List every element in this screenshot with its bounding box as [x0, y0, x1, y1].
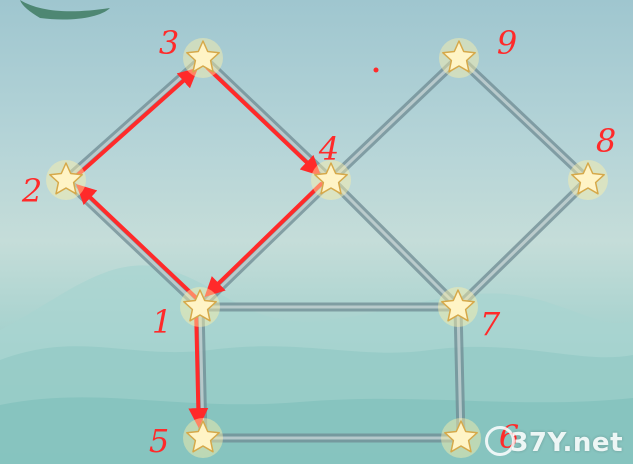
step-label-7: 7 [480, 305, 501, 343]
step-label-5: 5 [149, 422, 169, 460]
star-icon [444, 420, 478, 453]
star-icon [314, 162, 348, 195]
edge-highlight [456, 178, 590, 309]
star-icon [442, 40, 476, 73]
solution-arrow [188, 315, 209, 429]
step-label-2: 2 [21, 172, 42, 210]
step-label-3: 3 [159, 24, 179, 62]
star-node-9[interactable] [439, 38, 479, 78]
solution-arrow [74, 67, 199, 179]
star-node-7[interactable] [438, 287, 478, 327]
star-node-3[interactable] [183, 38, 223, 78]
star-icon [49, 162, 83, 195]
solution-arrow [204, 182, 324, 298]
step-label-8: 8 [596, 122, 616, 160]
star-node-5[interactable] [183, 418, 223, 458]
star-node-1[interactable] [180, 287, 220, 327]
star-icon [186, 420, 220, 453]
star-node-6[interactable] [441, 418, 481, 458]
step-label-1: 1 [152, 303, 172, 341]
edge-highlight [456, 305, 463, 440]
step-label-4: 4 [318, 130, 339, 168]
edge-highlight [457, 56, 590, 182]
solution-arrow [76, 183, 198, 300]
star-icon [186, 40, 220, 73]
star-node-2[interactable] [46, 160, 86, 200]
red-dot-mark [373, 67, 379, 73]
star-icon [441, 289, 475, 322]
star-node-4[interactable] [311, 160, 351, 200]
step-label-9: 9 [497, 24, 517, 62]
edge-highlight [329, 56, 461, 182]
star-icon [183, 289, 217, 322]
star-icon [571, 162, 605, 195]
watermark-badge-icon [485, 426, 515, 456]
solution-arrow [205, 65, 322, 176]
star-node-8[interactable] [568, 160, 608, 200]
edge-highlight [329, 178, 460, 309]
watermark: 37Y.net [510, 428, 623, 458]
